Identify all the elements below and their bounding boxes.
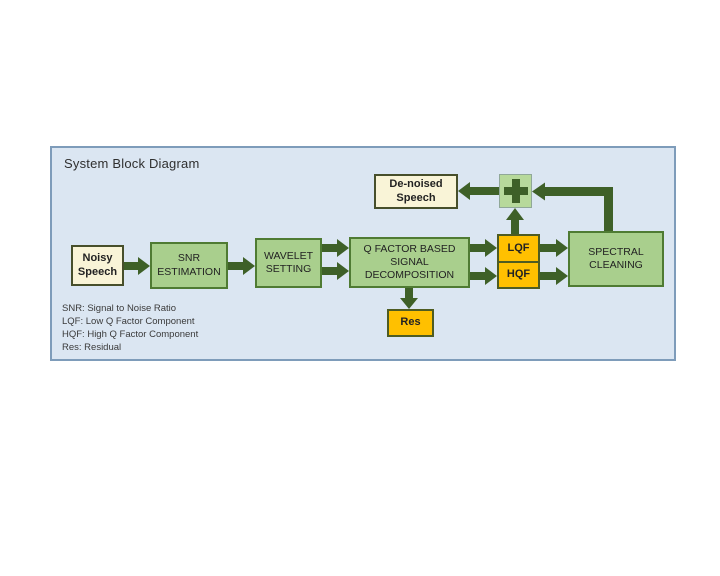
- arrow-lqf-to-adder: [506, 208, 524, 234]
- block-q-factor-decomposition: Q FACTOR BASED SIGNAL DECOMPOSITION: [349, 237, 470, 288]
- block-label-line: Res: [400, 316, 421, 329]
- block-label-line: WAVELET: [263, 249, 313, 262]
- block-wavelet-setting: WAVELET SETTING: [255, 238, 322, 288]
- arrow-wavelet-to-qfactor-top: [322, 239, 349, 257]
- block-spectral-cleaning: SPECTRAL CLEANING: [568, 231, 664, 287]
- block-label-line: ESTIMATION: [157, 265, 221, 278]
- arrow-qfactor-to-hqf: [470, 267, 497, 285]
- legend-line-lqf: LQF: Low Q Factor Component: [62, 316, 195, 327]
- arrow-spectral-to-adder: [532, 182, 613, 231]
- block-label-line: SPECTRAL: [588, 245, 644, 258]
- block-label-line: LQF: [507, 241, 530, 254]
- plus-icon: [503, 179, 528, 203]
- flow-arrows: [124, 182, 613, 309]
- block-label-line: HQF: [506, 268, 531, 281]
- legend: SNR: Signal to Noise Ratio LQF: Low Q Fa…: [62, 302, 198, 354]
- block-label-line: Speech: [396, 191, 436, 204]
- arrow-lqf-to-spectral: [540, 239, 568, 257]
- block-label-line: DECOMPOSITION: [364, 269, 455, 282]
- arrow-qfactor-to-lqf: [470, 239, 497, 257]
- block-label-line: SIGNAL: [390, 255, 429, 268]
- arrow-adder-to-denoised: [458, 182, 499, 200]
- diagram-panel: System Block Diagram Noisy Speech SNR ES…: [50, 146, 676, 361]
- block-label-line: Q FACTOR BASED: [363, 242, 456, 255]
- block-label-line: De-noised: [389, 177, 443, 190]
- block-hqf: HQF: [497, 261, 540, 289]
- arrow-snr-to-wavelet: [228, 257, 255, 275]
- legend-line-snr: SNR: Signal to Noise Ratio: [62, 303, 177, 314]
- arrow-noisy-to-snr: [124, 257, 150, 275]
- diagram-title: System Block Diagram: [64, 156, 200, 171]
- block-label-line: Noisy: [82, 251, 113, 264]
- block-lqf: LQF: [497, 234, 540, 263]
- legend-line-res: Res: Residual: [62, 342, 122, 353]
- arrow-hqf-to-spectral: [540, 267, 568, 285]
- arrow-wavelet-to-qfactor-bottom: [322, 262, 349, 280]
- block-res: Res: [387, 309, 434, 337]
- legend-line-hqf: HQF: High Q Factor Component: [62, 329, 199, 340]
- block-label-line: SETTING: [265, 263, 312, 275]
- block-noisy-speech: Noisy Speech: [71, 245, 124, 286]
- block-label-line: SNR: [177, 252, 201, 265]
- block-snr-estimation: SNR ESTIMATION: [150, 242, 228, 289]
- arrow-qfactor-to-res: [400, 288, 418, 309]
- block-label-line: CLEANING: [589, 259, 643, 271]
- block-denoised-speech: De-noised Speech: [374, 174, 458, 209]
- block-label-line: Speech: [77, 265, 118, 278]
- block-adder: [499, 174, 532, 208]
